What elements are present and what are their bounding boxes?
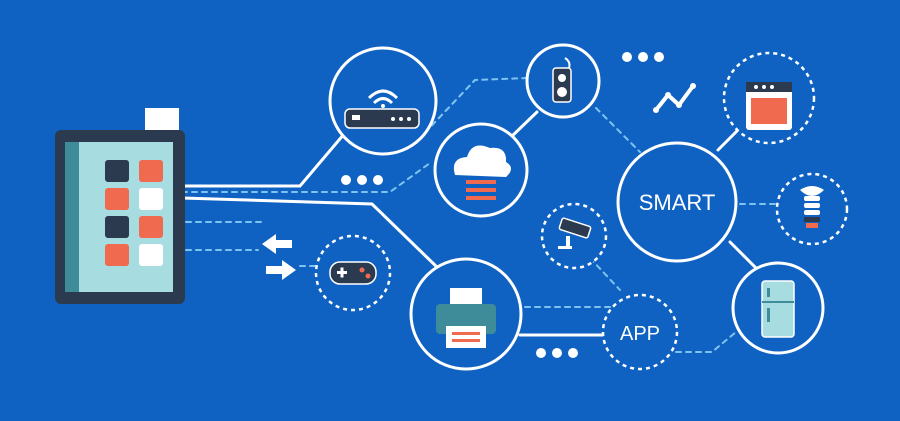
line-cloud-speaker — [508, 110, 539, 140]
dash-camera-app — [589, 257, 621, 291]
fridge-node — [731, 261, 825, 355]
light-bulb-node — [775, 172, 849, 246]
speaker-icon — [552, 57, 572, 103]
tablet-edge — [65, 142, 79, 292]
dash-cloud-speaker — [417, 77, 529, 141]
light-bulb-icon — [800, 186, 824, 228]
printer-node — [409, 257, 523, 371]
refrigerator-icon — [761, 280, 795, 338]
oven-node — [722, 51, 816, 145]
tablet-icon — [55, 108, 185, 304]
security-camera-icon — [558, 217, 592, 249]
tablet-app-grid — [105, 160, 163, 266]
speaker-node — [525, 43, 601, 119]
smart-hub-node: SMART — [616, 141, 738, 263]
oven-icon — [746, 82, 792, 130]
cloud-node — [433, 122, 529, 218]
wifi-router-icon — [344, 89, 420, 129]
transfer-arrows-icon — [262, 234, 296, 280]
trend-line-icon — [653, 83, 696, 113]
dash-tablet-cloud — [181, 162, 431, 193]
dash-app-fridge — [675, 331, 737, 353]
smart-label: SMART — [639, 190, 716, 215]
line-smart-oven — [716, 126, 742, 152]
line-tablet-router — [180, 125, 352, 188]
ellipsis-icon — [341, 52, 664, 358]
dash-speaker-smart — [595, 107, 641, 153]
connectors — [180, 77, 779, 353]
printer-icon — [436, 288, 496, 348]
router-node — [328, 46, 438, 156]
camera-node — [540, 202, 608, 270]
game-controller-icon — [329, 261, 377, 285]
line-tablet-printer — [180, 196, 442, 272]
app-label: APP — [620, 323, 660, 345]
cloud-icon — [453, 145, 511, 200]
line-smart-fridge — [728, 240, 762, 274]
controller-node — [314, 234, 392, 312]
app-node: APP — [601, 293, 679, 371]
